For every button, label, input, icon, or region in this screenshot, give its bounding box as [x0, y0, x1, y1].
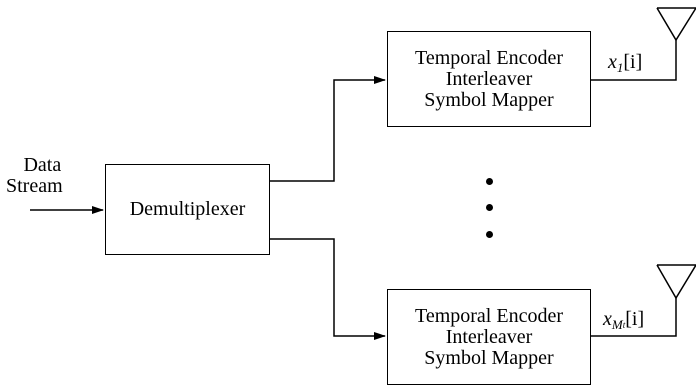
- output-mt-sub: M: [611, 317, 623, 332]
- ellipsis-dot-3: [486, 231, 493, 238]
- upper-branch-arrow: [270, 76, 386, 182]
- encoder-block-1: Temporal Encoder Interleaver Symbol Mapp…: [387, 31, 591, 127]
- output-1-index: [i]: [623, 51, 643, 73]
- upper-output-line: [591, 40, 677, 81]
- output-mt-var: x: [603, 308, 612, 330]
- demultiplexer-label: Demultiplexer: [129, 198, 246, 220]
- lower-output-line: [591, 298, 677, 337]
- output-label-mt: xMt[i]: [603, 309, 644, 332]
- input-label: Data Stream: [6, 154, 63, 197]
- lower-branch-arrow: [270, 238, 386, 340]
- demultiplexer-block: Demultiplexer: [105, 164, 270, 255]
- input-label-line2: Stream: [6, 175, 63, 197]
- encoder-mt-line1: Temporal Encoder: [415, 304, 563, 327]
- ellipsis-dot-2: [486, 204, 493, 211]
- encoder-1-line1: Temporal Encoder: [415, 46, 563, 69]
- encoder-mt-line3: Symbol Mapper: [424, 346, 554, 369]
- encoder-1-line3: Symbol Mapper: [424, 88, 554, 111]
- encoder-mt-line2: Interleaver: [445, 325, 533, 348]
- output-label-1: x1[i]: [608, 51, 643, 75]
- input-label-line1: Data: [23, 154, 62, 176]
- output-1-sub: 1: [616, 60, 624, 75]
- antenna-icon-lower: [656, 264, 696, 300]
- encoder-1-line2: Interleaver: [445, 67, 533, 90]
- output-mt-subsub: t: [622, 320, 626, 330]
- output-mt-index: [i]: [625, 308, 645, 330]
- antenna-icon-upper: [656, 7, 696, 42]
- output-1-var: x: [608, 51, 617, 73]
- encoder-block-mt: Temporal Encoder Interleaver Symbol Mapp…: [387, 289, 591, 385]
- ellipsis-dot-1: [486, 178, 493, 185]
